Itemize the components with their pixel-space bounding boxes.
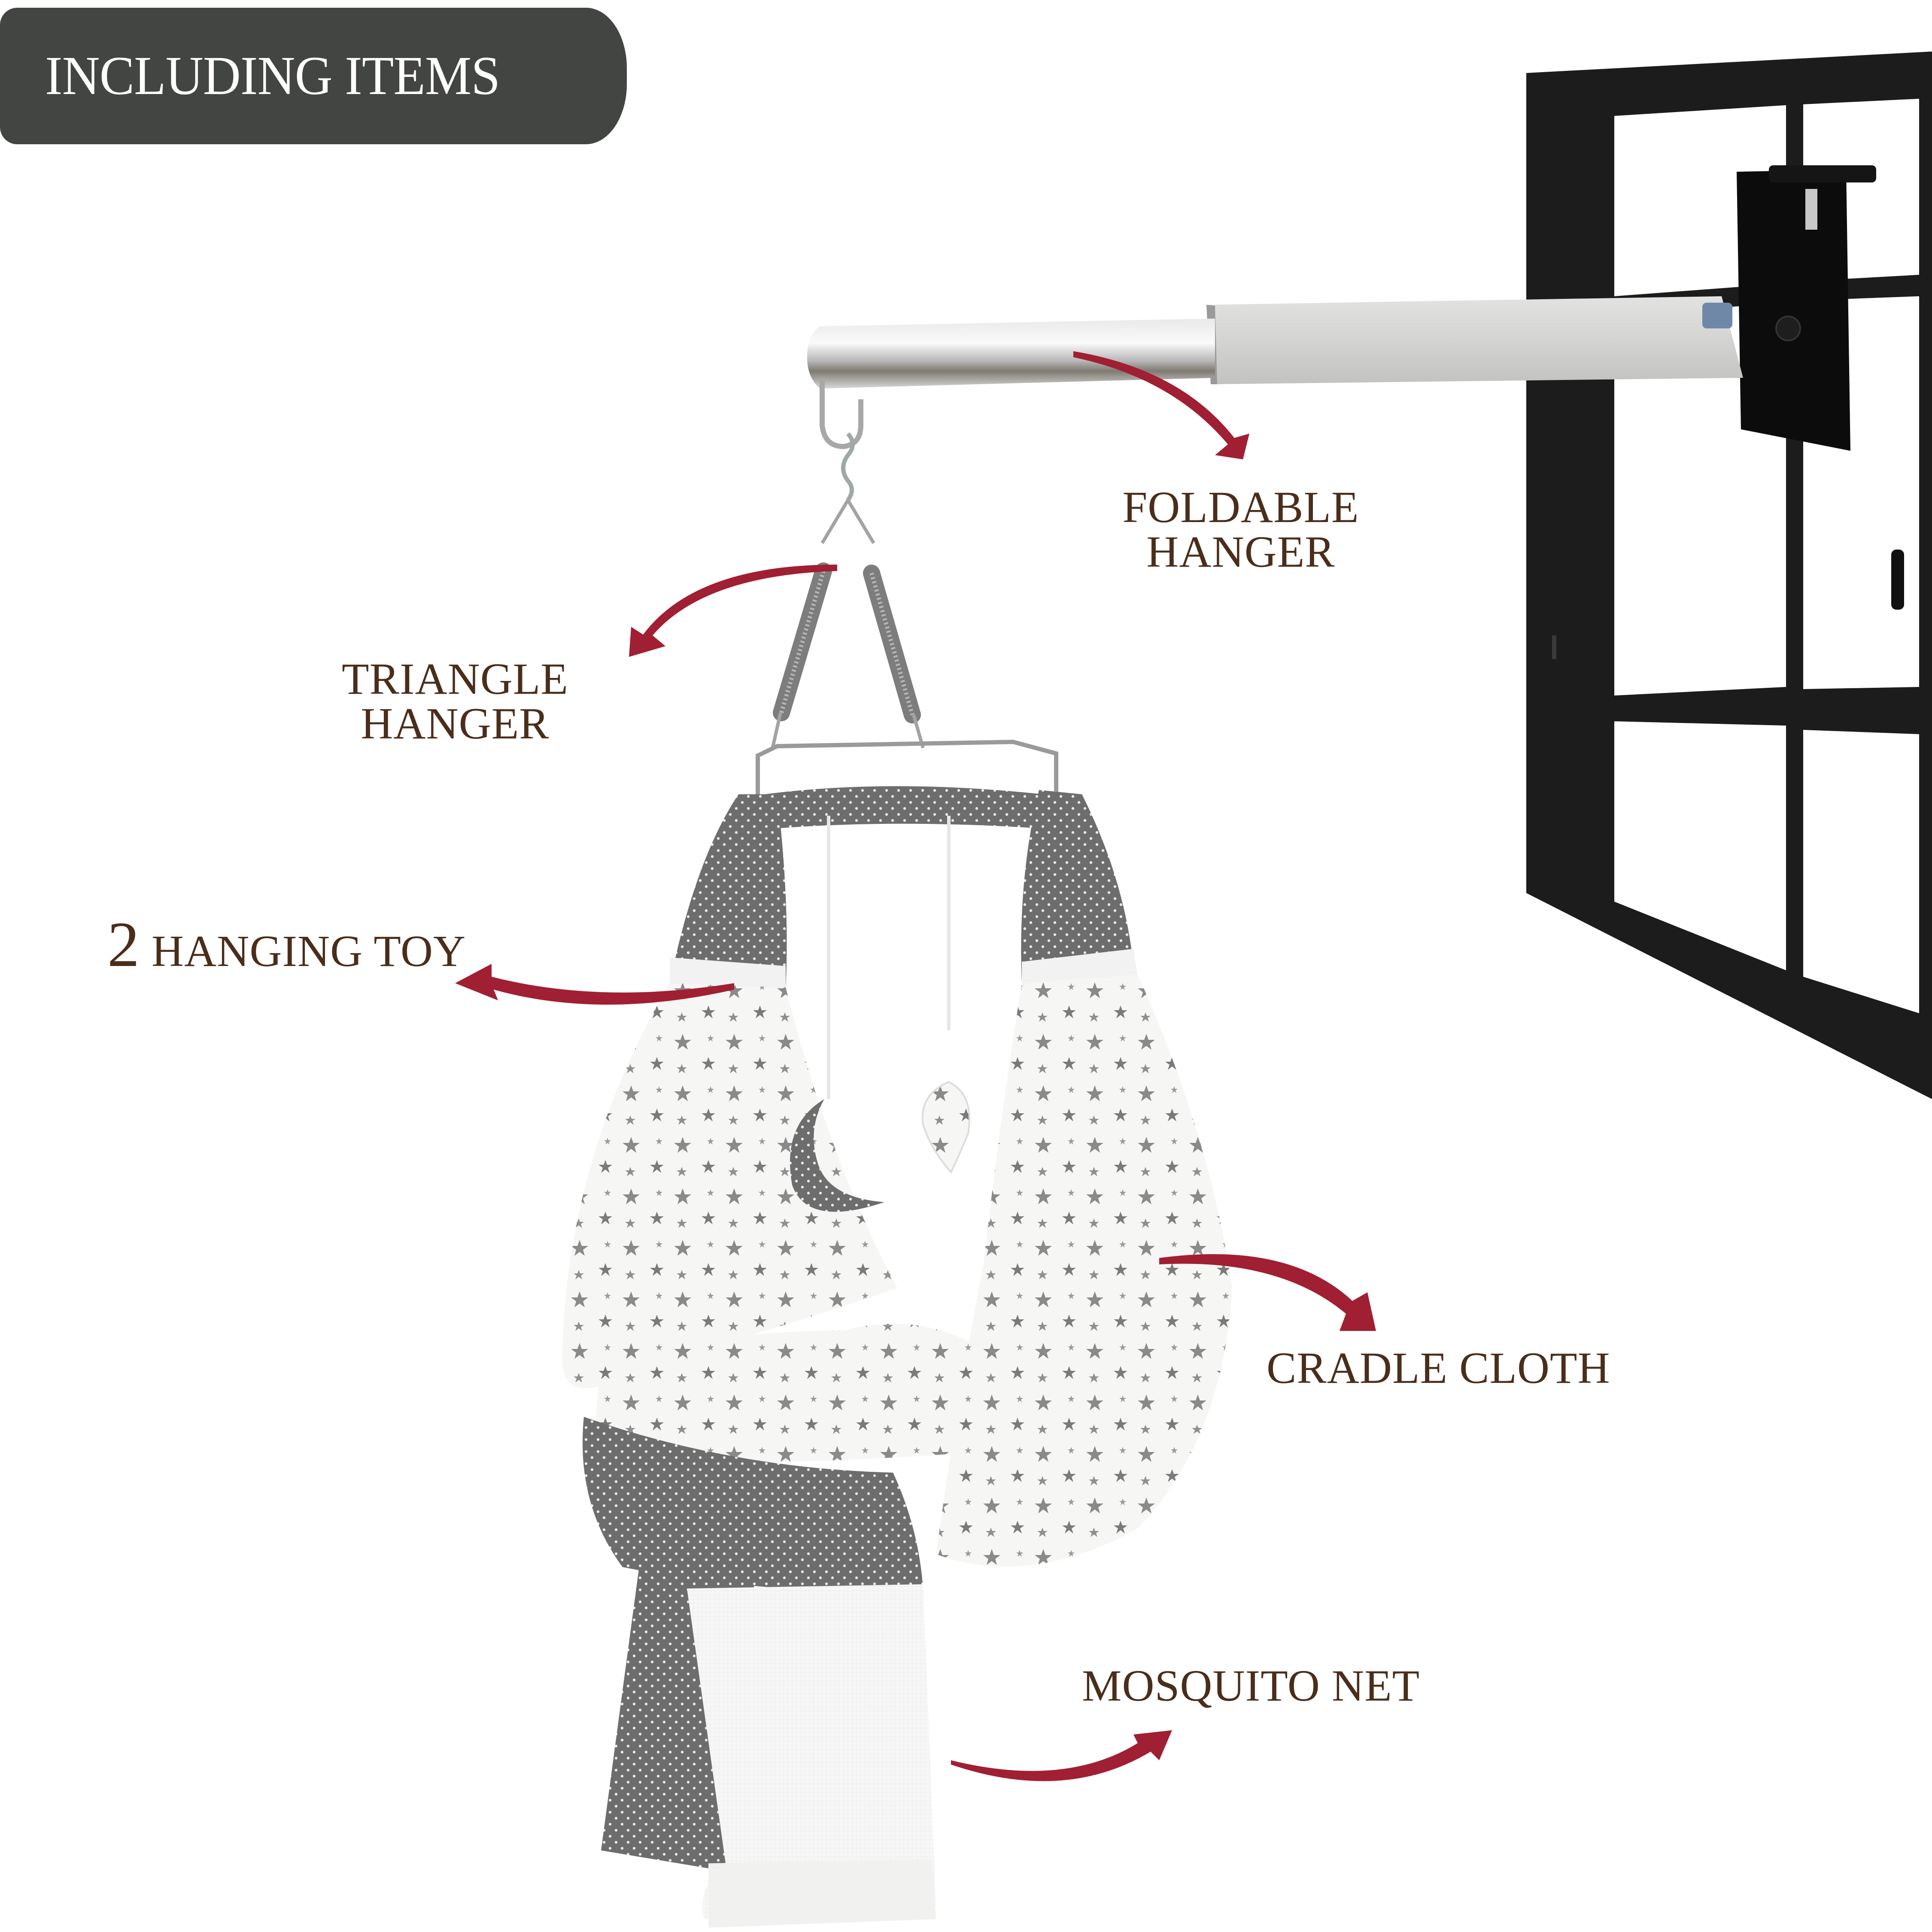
- label-cradle-cloth: CRADLE CLOTH: [1267, 1346, 1610, 1391]
- annotation-arrows: [455, 351, 1376, 1781]
- label-foldable-line2: HANGER: [1146, 527, 1335, 577]
- window: [1526, 52, 1932, 1099]
- cradle-cloth-text: CRADLE CLOTH: [1267, 1343, 1610, 1393]
- label-foldable-hanger: FOLDABLE HANGER: [1112, 485, 1370, 574]
- arrow-foldable-hanger: [1073, 351, 1249, 459]
- arrow-triangle-hanger: [629, 565, 837, 657]
- hanging-toy-count: 2: [107, 909, 140, 980]
- cradle-cloth: [562, 786, 1232, 1591]
- mosquito-net-text: MOSQUITO NET: [1082, 1661, 1420, 1710]
- badge-title: INCLUDING ITEMS: [45, 45, 500, 106]
- foldable-hanger-pole: [807, 296, 1743, 450]
- label-triangle-line2: HANGER: [361, 699, 550, 748]
- label-triangle-line1: TRIANGLE: [342, 654, 568, 704]
- moon-toy: [790, 1099, 884, 1212]
- hanging-toy-text: HANGING TOY: [152, 927, 466, 976]
- heart-toy: [921, 1081, 970, 1174]
- label-foldable-line1: FOLDABLE: [1122, 483, 1359, 532]
- arrow-cradle-cloth: [1159, 1254, 1376, 1331]
- wall-bracket: [1737, 165, 1876, 451]
- hanging-toys: [790, 816, 970, 1212]
- label-triangle-hanger: TRIANGLE HANGER: [326, 657, 584, 746]
- mosquito-net-package: [601, 1563, 936, 1928]
- triangle-hanger: [756, 432, 1058, 807]
- arrow-mosquito-net: [951, 1730, 1172, 1781]
- arrow-hanging-toy: [455, 964, 734, 1005]
- including-items-badge: INCLUDING ITEMS: [0, 8, 627, 144]
- label-hanging-toy: 2 HANGING TOY: [107, 912, 466, 977]
- label-mosquito-net: MOSQUITO NET: [1082, 1664, 1420, 1708]
